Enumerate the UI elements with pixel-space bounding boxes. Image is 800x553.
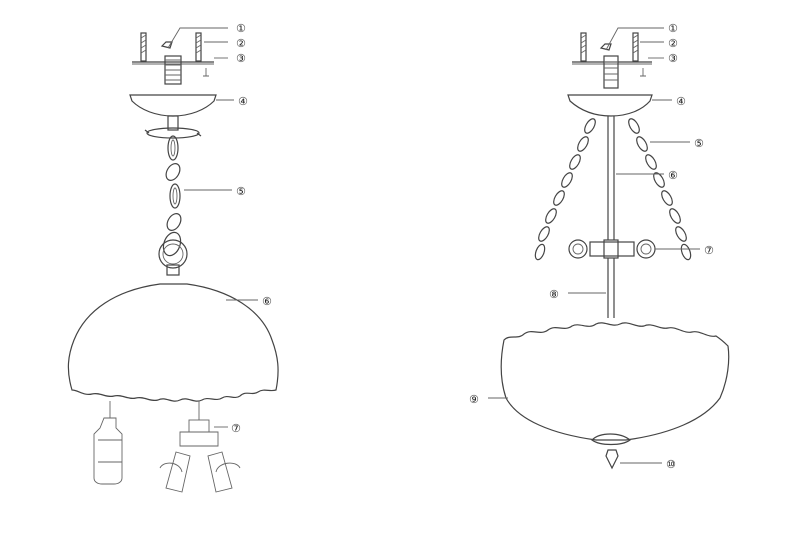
callout-right-10: ⑩ [666,458,676,471]
callout-left-7: ⑦ [231,422,241,435]
callout-left-6: ⑥ [262,295,272,308]
left-canopy [129,94,217,117]
left-leaders [167,27,258,428]
callout-right-5: ⑤ [694,137,704,150]
right-fixture: ① ② ③ ④ ⑤ ⑥ ⑦ ⑧ ⑨ ⑩ [469,22,730,471]
callout-right-6: ⑥ [668,169,678,182]
right-canopy [567,94,653,117]
right-cross-bar [568,239,656,259]
callout-left-3: ③ [236,52,246,65]
left-shade [67,283,279,402]
callout-right-2: ② [668,37,678,50]
callout-right-9: ⑨ [469,393,479,406]
callout-right-8: ⑧ [549,288,559,301]
callout-left-1: ① [236,22,246,35]
left-fixture: ① ② ③ ④ ⑤ ⑥ ⑦ [67,22,279,493]
callout-left-5: ⑤ [236,185,246,198]
callout-right-3: ③ [668,52,678,65]
callout-right-4: ④ [676,95,686,108]
left-mounting-screws [132,32,214,85]
callout-left-2: ② [236,37,246,50]
right-bowl-shade [500,322,730,441]
left-chain [158,135,188,276]
right-finial [605,449,619,470]
left-bulbs [93,401,241,493]
callout-right-1: ① [668,22,678,35]
right-chains [534,118,692,261]
callout-left-4: ④ [238,95,248,108]
right-leaders [488,27,700,464]
callout-right-7: ⑦ [704,244,714,257]
right-mounting-screws [572,32,652,89]
right-finial-cap [591,433,631,446]
